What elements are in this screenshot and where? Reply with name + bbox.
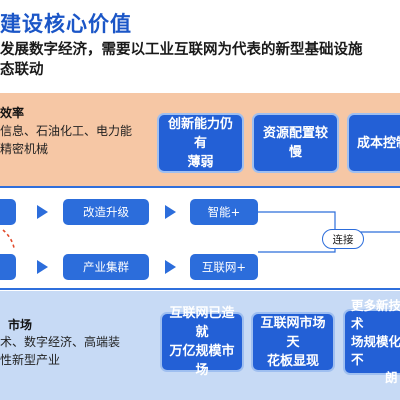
top-pill-innovation: 创新能力仍有 薄弱 (157, 113, 244, 173)
page-title: 建设核心价值 (0, 12, 132, 36)
page-subtitle: 发展数字经济，需要以工业互联网为代表的新型基础设施 态联动 (0, 40, 400, 80)
top-pill-resources: 资源配置较慢 (252, 113, 339, 173)
bottom-pill-newtech-line1: 更多新技术 (351, 298, 400, 331)
flow-row1-start-box (0, 199, 16, 225)
bottom-section-text-1: 术、数字经济、高端装 (0, 335, 121, 349)
subtitle-line-2: 态联动 (0, 62, 44, 78)
bottom-section-heading: 市场 (8, 318, 33, 332)
top-pill-innovation-line1: 创新能力仍有 (167, 116, 233, 151)
top-pill-cost-line1: 成本控制 (357, 135, 400, 151)
dashed-arc (2, 229, 15, 249)
flow-row2-start-box (0, 254, 16, 280)
flow-row2-box: 产业集群 (63, 254, 149, 280)
top-pill-resources-line1: 资源配置较慢 (262, 126, 328, 160)
bottom-pill-newtech-line2: 场规模化不 (351, 334, 400, 367)
bottom-pill-market: 互联网已造就 万亿规模市场 (160, 306, 244, 378)
bottom-pill-market-line1: 互联网已造就 (169, 306, 235, 340)
bottom-pill-newtech-line3: 朗 (385, 370, 398, 385)
top-section-text-2: 精密机械 (0, 142, 49, 156)
top-section-text-1: 信息、石油化工、电力能 (0, 124, 133, 138)
bottom-section-text-2: 性新型产业 (0, 353, 61, 367)
bottom-pill-newtech: 更多新技术 场规模化不 朗 (343, 298, 400, 385)
arrow-right-icon (165, 205, 176, 219)
bottom-pill-ceiling-line1: 互联网市场天 (260, 315, 326, 350)
bottom-pill-market-line2: 万亿规模市场 (169, 344, 235, 378)
top-pill-cost: 成本控制 (347, 113, 400, 173)
flow-row2-result: 互联网+ (190, 254, 258, 280)
top-section-heading: 效率 (0, 106, 25, 120)
bottom-pill-ceiling-line2: 花板显现 (266, 353, 319, 369)
top-pill-innovation-line2: 薄弱 (187, 154, 214, 170)
arrow-right-icon (37, 260, 48, 274)
flow-row1-box: 改造升级 (63, 199, 149, 225)
arrow-right-icon (165, 260, 176, 274)
subtitle-line-1: 发展数字经济，需要以工业互联网为代表的新型基础设施 (0, 42, 363, 58)
connector-label: 连接 (322, 229, 364, 249)
bottom-pill-ceiling: 互联网市场天 花板显现 (251, 312, 335, 372)
arrow-right-icon (37, 205, 48, 219)
flow-row1-result: 智能+ (190, 199, 258, 225)
